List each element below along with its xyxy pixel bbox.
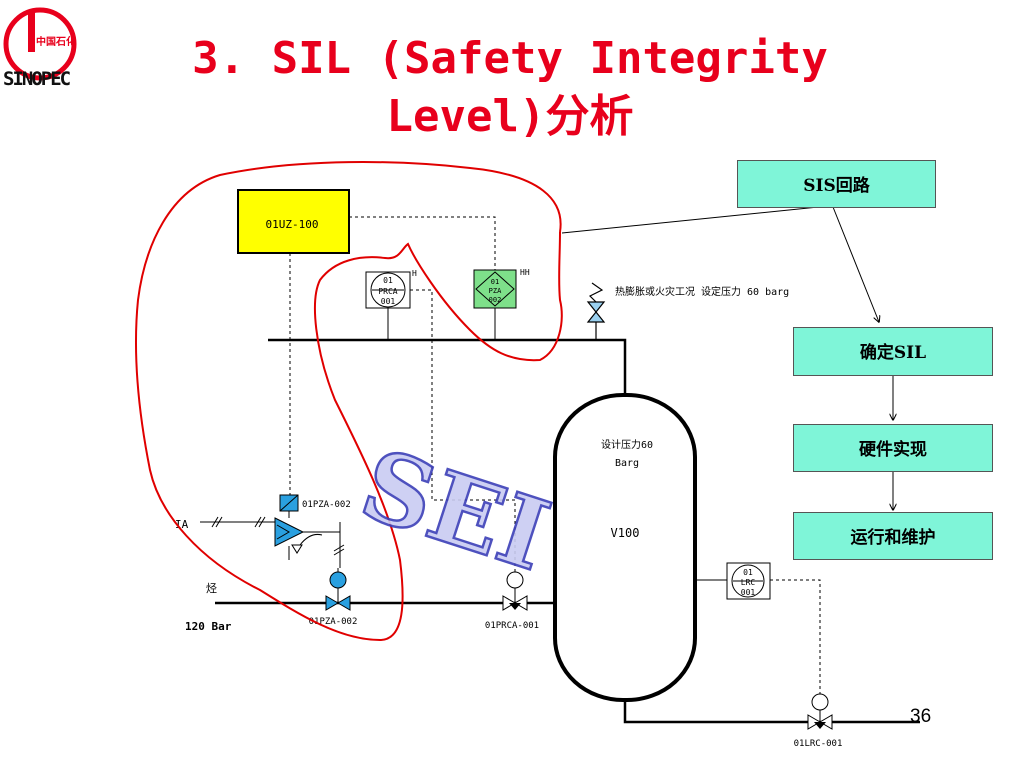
solenoid-tag: 01PZA-002 <box>302 500 351 510</box>
sinopec-logo: 中国石化 SINOPEC <box>3 7 77 90</box>
logo-wordmark: SINOPEC <box>3 68 71 90</box>
overhead-pipe <box>268 338 627 395</box>
valve2-actuator <box>506 571 524 589</box>
relief-valve <box>586 282 606 340</box>
prca-num: 01 <box>383 276 393 285</box>
vessel-design-2: Barg <box>615 458 639 469</box>
signal-lines <box>289 216 821 694</box>
flow-box-determine-sil: 确定SIL <box>793 327 993 376</box>
valve2-tag: 01PRCA-001 <box>485 621 539 631</box>
valve1-actuator <box>329 571 347 589</box>
pza-num: 01 <box>491 278 499 286</box>
valve3-tag: 01LRC-001 <box>794 739 843 749</box>
page-title: 3. SIL (Safety Integrity Level)分析 <box>150 30 870 146</box>
flow-box-operation: 运行和维护 <box>793 512 993 560</box>
lrc-loop: 001 <box>741 588 756 597</box>
page-number: 36 <box>910 706 932 727</box>
hydrocarbon-label: 烃 <box>206 582 217 595</box>
watermark: SEI <box>349 427 562 592</box>
pza-loop: 002 <box>489 296 502 304</box>
prca-loop: 001 <box>381 297 396 306</box>
title-line-1: 3. SIL (Safety Integrity <box>192 33 828 84</box>
ia-hatch <box>211 516 345 556</box>
outlet-pipe <box>623 700 920 724</box>
lrc-tag: LRC <box>741 578 756 587</box>
logo-chinese: 中国石化 <box>36 35 76 48</box>
prca-alarm: H <box>412 269 417 278</box>
vessel-design-1: 设计压力60 <box>601 438 653 451</box>
sis-to-sil-arrow <box>832 206 879 322</box>
flow-box-sis-loop: SIS回路 <box>737 160 936 208</box>
annotation-loop <box>134 161 563 642</box>
pza-tag: PZA <box>489 287 502 295</box>
controller-label: 01UZ-100 <box>266 218 319 231</box>
pza-alarm: HH <box>520 268 530 277</box>
valve1-body <box>325 595 351 611</box>
lrc-num: 01 <box>743 568 753 577</box>
valve3-actuator <box>811 693 829 711</box>
flow-box-hardware: 硬件实现 <box>793 424 993 472</box>
relief-note: 热膨胀或火灾工况 设定压力 60 barg <box>615 285 789 298</box>
pza-instrument <box>473 269 517 309</box>
controller-box <box>237 189 350 254</box>
ia-line <box>200 521 341 568</box>
sis-pointer-line <box>561 204 839 234</box>
prca-tag: PRCA <box>378 287 397 296</box>
title-line-2: Level)分析 <box>386 91 634 142</box>
vessel-tag: V100 <box>611 526 640 540</box>
valve1-tag: 01PZA-002 <box>309 617 358 627</box>
inlet-pressure: 120 Bar <box>185 620 232 633</box>
